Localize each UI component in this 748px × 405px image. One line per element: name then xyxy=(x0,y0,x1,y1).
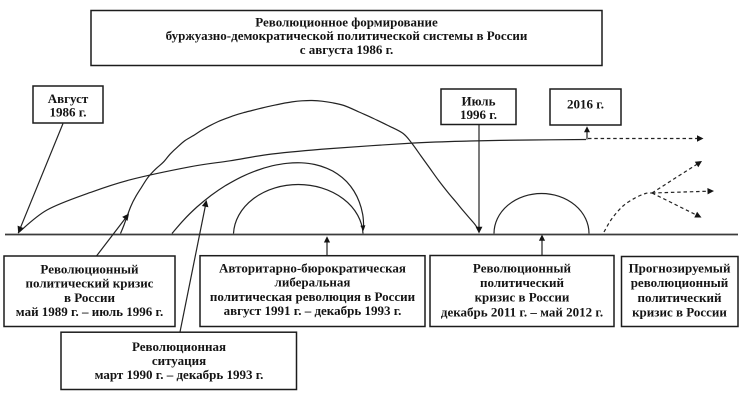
svg-text:Август: Август xyxy=(48,91,89,106)
svg-text:Авторитарно-бюрократическая: Авторитарно-бюрократическая xyxy=(219,261,406,276)
svg-text:август 1991 г. – декабрь 1993: август 1991 г. – декабрь 1993 г. xyxy=(224,303,402,318)
svg-text:май 1989 г. – июль 1996 г.: май 1989 г. – июль 1996 г. xyxy=(16,304,163,319)
svg-text:2016 г.: 2016 г. xyxy=(567,96,604,111)
svg-text:политический: политический xyxy=(480,275,564,290)
svg-text:буржуазно-демократической поли: буржуазно-демократической политической с… xyxy=(166,28,528,43)
svg-text:Революционная: Революционная xyxy=(132,339,226,354)
svg-text:Прогнозируемый: Прогнозируемый xyxy=(629,260,731,275)
svg-text:декабрь 2011 г. – май 2012 г.: декабрь 2011 г. – май 2012 г. xyxy=(441,304,603,319)
svg-text:Июль: Июль xyxy=(462,93,496,108)
svg-text:ситуация: ситуация xyxy=(152,353,206,368)
svg-text:либеральная: либеральная xyxy=(275,275,351,290)
svg-text:в России: в России xyxy=(64,290,115,305)
svg-text:с августа 1986 г.: с августа 1986 г. xyxy=(300,42,394,57)
svg-text:кризис в России: кризис в России xyxy=(632,305,727,320)
svg-text:Революционное формирование: Революционное формирование xyxy=(255,14,438,29)
svg-text:1986 г.: 1986 г. xyxy=(50,105,87,120)
svg-text:1996 г.: 1996 г. xyxy=(460,107,497,122)
svg-text:политическая революция в Росси: политическая революция в России xyxy=(210,289,416,304)
svg-text:политический: политический xyxy=(638,290,722,305)
svg-text:Революционный: Революционный xyxy=(40,261,139,276)
svg-text:революционный: революционный xyxy=(631,275,729,290)
svg-text:политический кризис: политический кризис xyxy=(26,276,154,291)
svg-text:кризис в России: кризис в России xyxy=(475,290,570,305)
svg-text:март 1990 г. – декабрь 1993 г.: март 1990 г. – декабрь 1993 г. xyxy=(95,367,264,382)
svg-text:Революционный: Революционный xyxy=(473,261,572,276)
